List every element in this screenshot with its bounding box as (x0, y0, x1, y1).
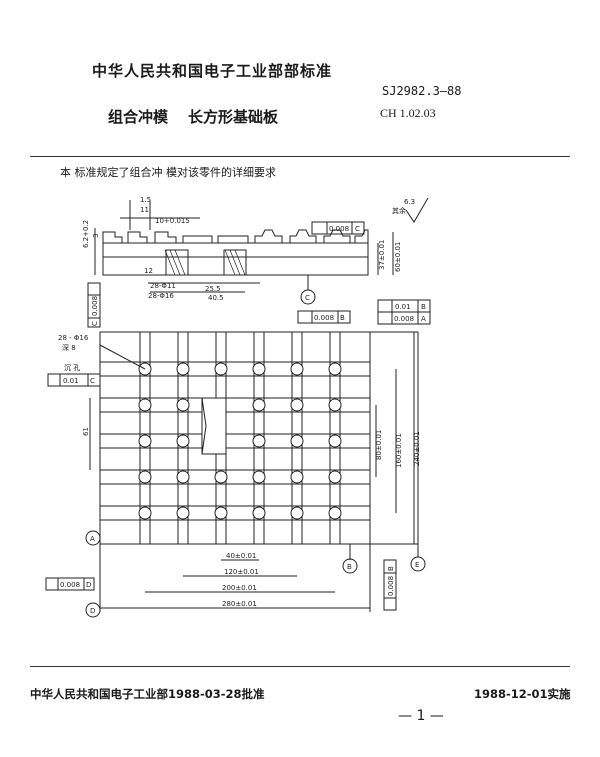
ministry-heading: 中华人民共和国电子工业部部标准 (92, 62, 333, 80)
dim-10: 10+0.015 (155, 217, 190, 225)
dim-37: 37±0.01 (378, 240, 386, 270)
dim-holes-11: 28-Φ11 (150, 282, 176, 290)
perp-tol-value: 0.01 (395, 303, 411, 311)
footer-rule (30, 666, 570, 667)
standard-number: SJ2982.3—88 (382, 84, 462, 98)
parallel-a-value: 0.008 (394, 315, 414, 323)
dim-12: 12 (144, 267, 153, 275)
datum-a: A (90, 535, 95, 543)
hole-note: 28 - Φ16 (58, 334, 89, 342)
mid-tol-ref: B (340, 314, 345, 322)
left-perp-value: 0.01 (63, 377, 79, 385)
section-body (102, 242, 369, 276)
bottom-sym-value: 0.008 (60, 581, 80, 589)
hole-note-counterbore: 沉 孔 (64, 364, 80, 372)
dim-25-5: 25.5 (205, 285, 221, 293)
title-part1: 组合冲模 (108, 108, 169, 126)
hole-note-depth: 深 8 (62, 343, 76, 352)
left-tol-ref: C (91, 321, 99, 326)
left-perp-ref: C (90, 377, 95, 385)
dim-6-2: 6.2+0.2 (82, 220, 90, 248)
document-title: 组合冲模 长方形基础板 (108, 106, 278, 127)
datum-e: E (415, 561, 419, 569)
perp-tol-ref: B (421, 303, 426, 311)
dim-holes-16: 28-Φ16 (148, 292, 174, 300)
roughness-value: 6.3 (404, 198, 415, 206)
dim-40-5: 40.5 (208, 294, 224, 302)
dim-240: 240±0.01 (413, 431, 421, 466)
plan-view-outline (99, 331, 371, 545)
title-part2: 长方形基础板 (188, 108, 279, 126)
dim-280: 280±0.01 (222, 600, 257, 608)
dim-1-5: 1.5 (140, 196, 151, 204)
datum-b: B (347, 563, 352, 571)
dim-200: 200±0.01 (222, 584, 257, 592)
dim-60: 60±0.01 (394, 242, 402, 272)
datum-d: D (90, 607, 95, 615)
right-sym-ref: B (387, 566, 395, 571)
dim-3: 3 (92, 234, 100, 238)
right-sym-value: 0.008 (387, 576, 395, 596)
dim-40: 40±0.01 (226, 552, 256, 560)
dim-80: 80±0.01 (375, 430, 383, 460)
roughness-label: 其余 (392, 206, 406, 215)
bottom-sym-ref: D (86, 581, 91, 589)
dim-61: 61 (82, 427, 90, 436)
page-number: — 1 — (398, 708, 444, 724)
parallel-a-ref: A (421, 315, 426, 323)
dim-11: 11 (140, 206, 149, 214)
part-code: CH 1.02.03 (380, 106, 436, 120)
approval-date: 中华人民共和国电子工业部1988-03-28批准 (30, 687, 265, 701)
mid-tol-value: 0.008 (314, 314, 334, 322)
top-tol-ref: C (355, 225, 360, 233)
dim-160: 160±0.01 (395, 433, 403, 468)
left-tol-value: 0.008 (91, 296, 99, 316)
dim-120: 120±0.01 (224, 568, 259, 576)
top-tol-value: 0.008 (329, 225, 349, 233)
datum-c: C (305, 294, 310, 302)
implementation-date: 1988-12-01实施 (474, 687, 571, 701)
intro-text: 本 标准规定了组合冲 模对该零件的详细要求 (60, 166, 276, 179)
header-rule (30, 156, 570, 157)
